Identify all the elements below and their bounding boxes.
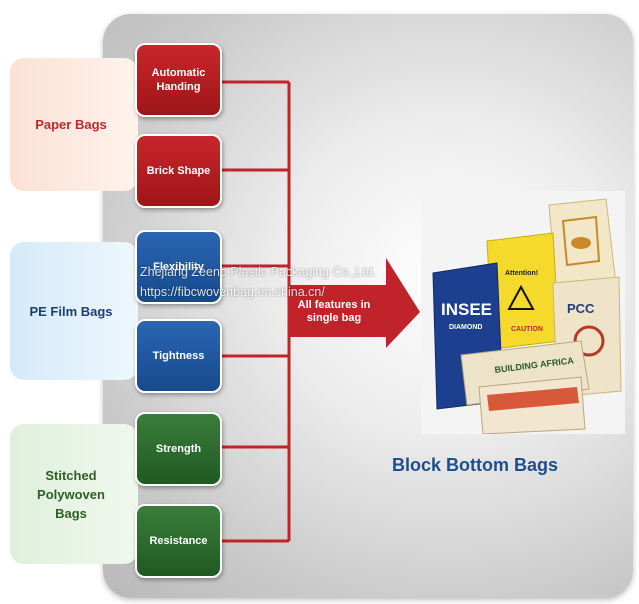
feature-strength: Strength <box>135 412 222 486</box>
category-pe-film-bags: PE Film Bags <box>10 242 138 380</box>
photo-label-diamond: DIAMOND <box>449 324 482 331</box>
bags-photo: Attention! CAUTION PCC INSEE DIAMOND BUI… <box>421 191 625 434</box>
all-features-label: All features in single bag <box>297 299 371 324</box>
photo-label-attention: Attention! <box>505 270 538 277</box>
feature-brick-shape: Brick Shape <box>135 134 222 208</box>
category-stitched-label: Stitched Polywoven Bags <box>37 467 105 521</box>
block-bottom-bags-title: Block Bottom Bags <box>392 455 559 475</box>
photo-label-caution: CAUTION <box>511 326 543 333</box>
category-stitched-polywoven-bags: Stitched Polywoven Bags <box>10 424 138 564</box>
watermark-company: Zhejiang Zeeno Plastic Packaging Co.,Ltd… <box>140 265 377 279</box>
watermark-url: https://fibcwovenbag.en.china.cn/ <box>140 285 325 299</box>
feature-tightness: Tightness <box>135 319 222 393</box>
feature-flexibility: Flexibility <box>135 230 222 304</box>
photo-label-pcc: PCC <box>567 301 595 316</box>
watermark: Zhejiang Zeeno Plastic Packaging Co.,Ltd… <box>140 262 376 302</box>
main-arrow <box>288 258 420 348</box>
photo-label-insee: INSEE <box>441 300 492 319</box>
feature-automatic-handing: Automatic Handing <box>135 43 222 117</box>
feature-resistance: Resistance <box>135 504 222 578</box>
category-paper-bags: Paper Bags <box>10 58 138 191</box>
